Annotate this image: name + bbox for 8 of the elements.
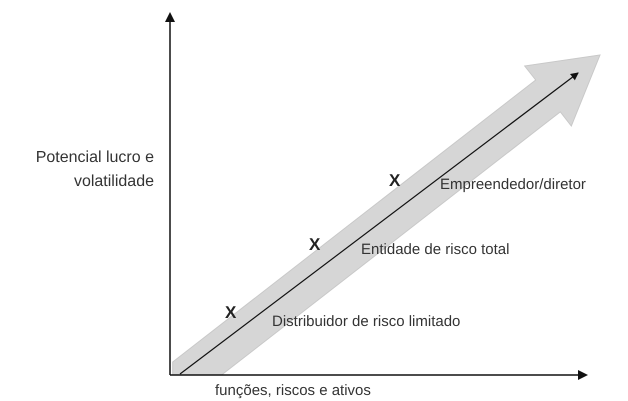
axis-title: funções, riscos e ativos <box>215 382 371 400</box>
x-mark: X <box>309 236 320 254</box>
axis-title: Potencial lucro e volatilidade <box>34 148 154 192</box>
point-label: Entidade de risco total <box>361 241 510 259</box>
x-mark: X <box>389 172 400 190</box>
point-label: Distribuidor de risco limitado <box>272 313 460 331</box>
x-mark: X <box>225 304 236 322</box>
point-label: Empreendedor/diretor <box>440 176 586 194</box>
